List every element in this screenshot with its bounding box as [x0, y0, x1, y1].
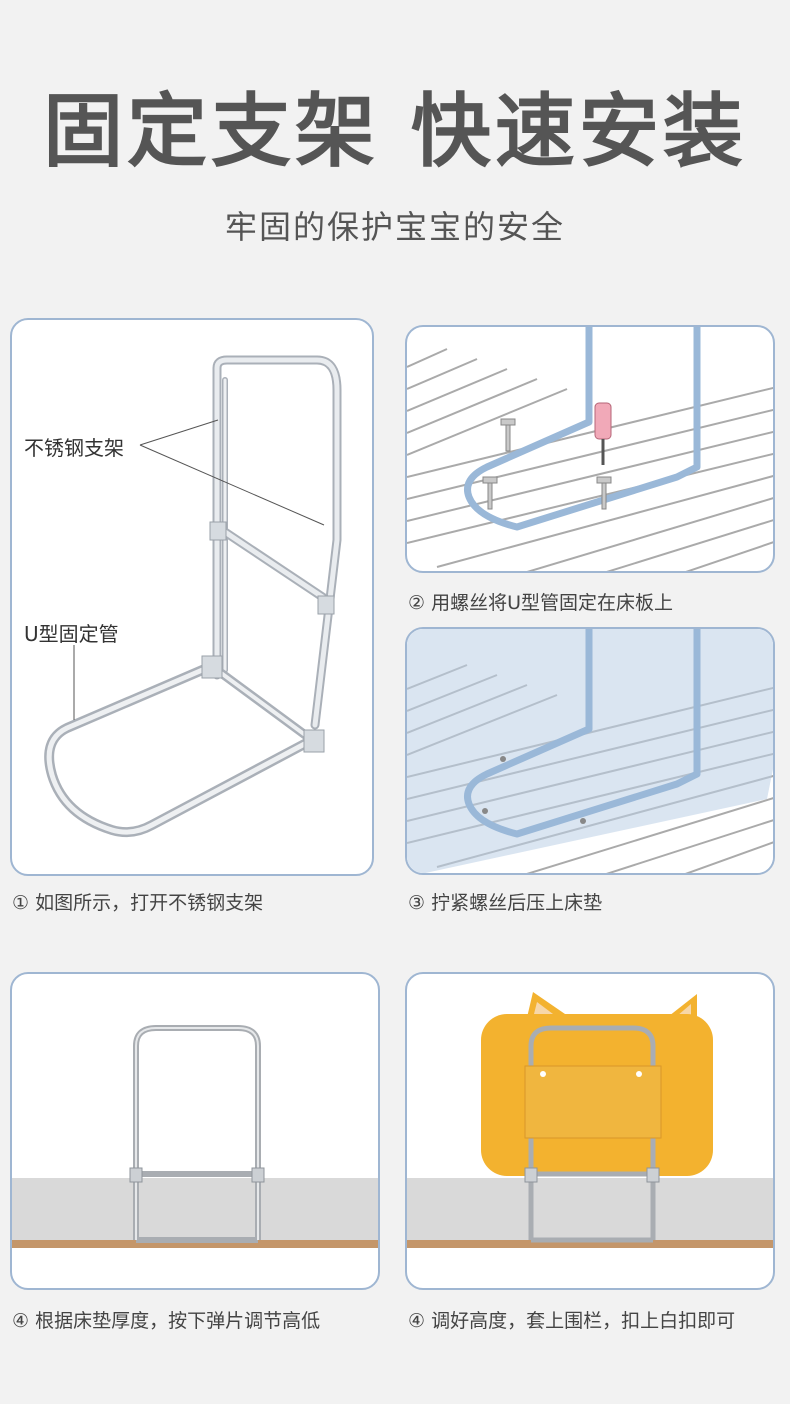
- height-adjust-illustration: [12, 1025, 378, 1248]
- panel-press-mattress: [405, 627, 775, 875]
- panel-screw-tube: [405, 325, 775, 573]
- page-subtitle: 牢固的保护宝宝的安全: [224, 208, 565, 246]
- label-u-tube: U型固定管: [24, 622, 119, 646]
- screw-installation-illustration: [407, 327, 773, 571]
- mattress-press-illustration: [407, 629, 773, 873]
- caption-step-2: ② 用螺丝将U型管固定在床板上: [408, 592, 673, 614]
- rail-attach-illustration: [407, 992, 773, 1248]
- stainless-frame-illustration: [44, 355, 342, 838]
- caption-step-3: ③ 拧紧螺丝后压上床垫: [408, 892, 603, 914]
- panel-frame-overview: 不锈钢支架 U型固定管: [10, 318, 374, 876]
- caption-step-4: ④ 根据床垫厚度，按下弹片调节高低: [12, 1310, 321, 1332]
- panel-adjust-height: [10, 972, 380, 1290]
- caption-step-5: ④ 调好高度，套上围栏，扣上白扣即可: [408, 1310, 736, 1332]
- label-stainless-frame: 不锈钢支架: [24, 436, 124, 460]
- caption-step-1: ① 如图所示，打开不锈钢支架: [12, 892, 264, 914]
- page-title: 固定支架 快速安装: [43, 85, 747, 178]
- panel-attach-rail: [405, 972, 775, 1290]
